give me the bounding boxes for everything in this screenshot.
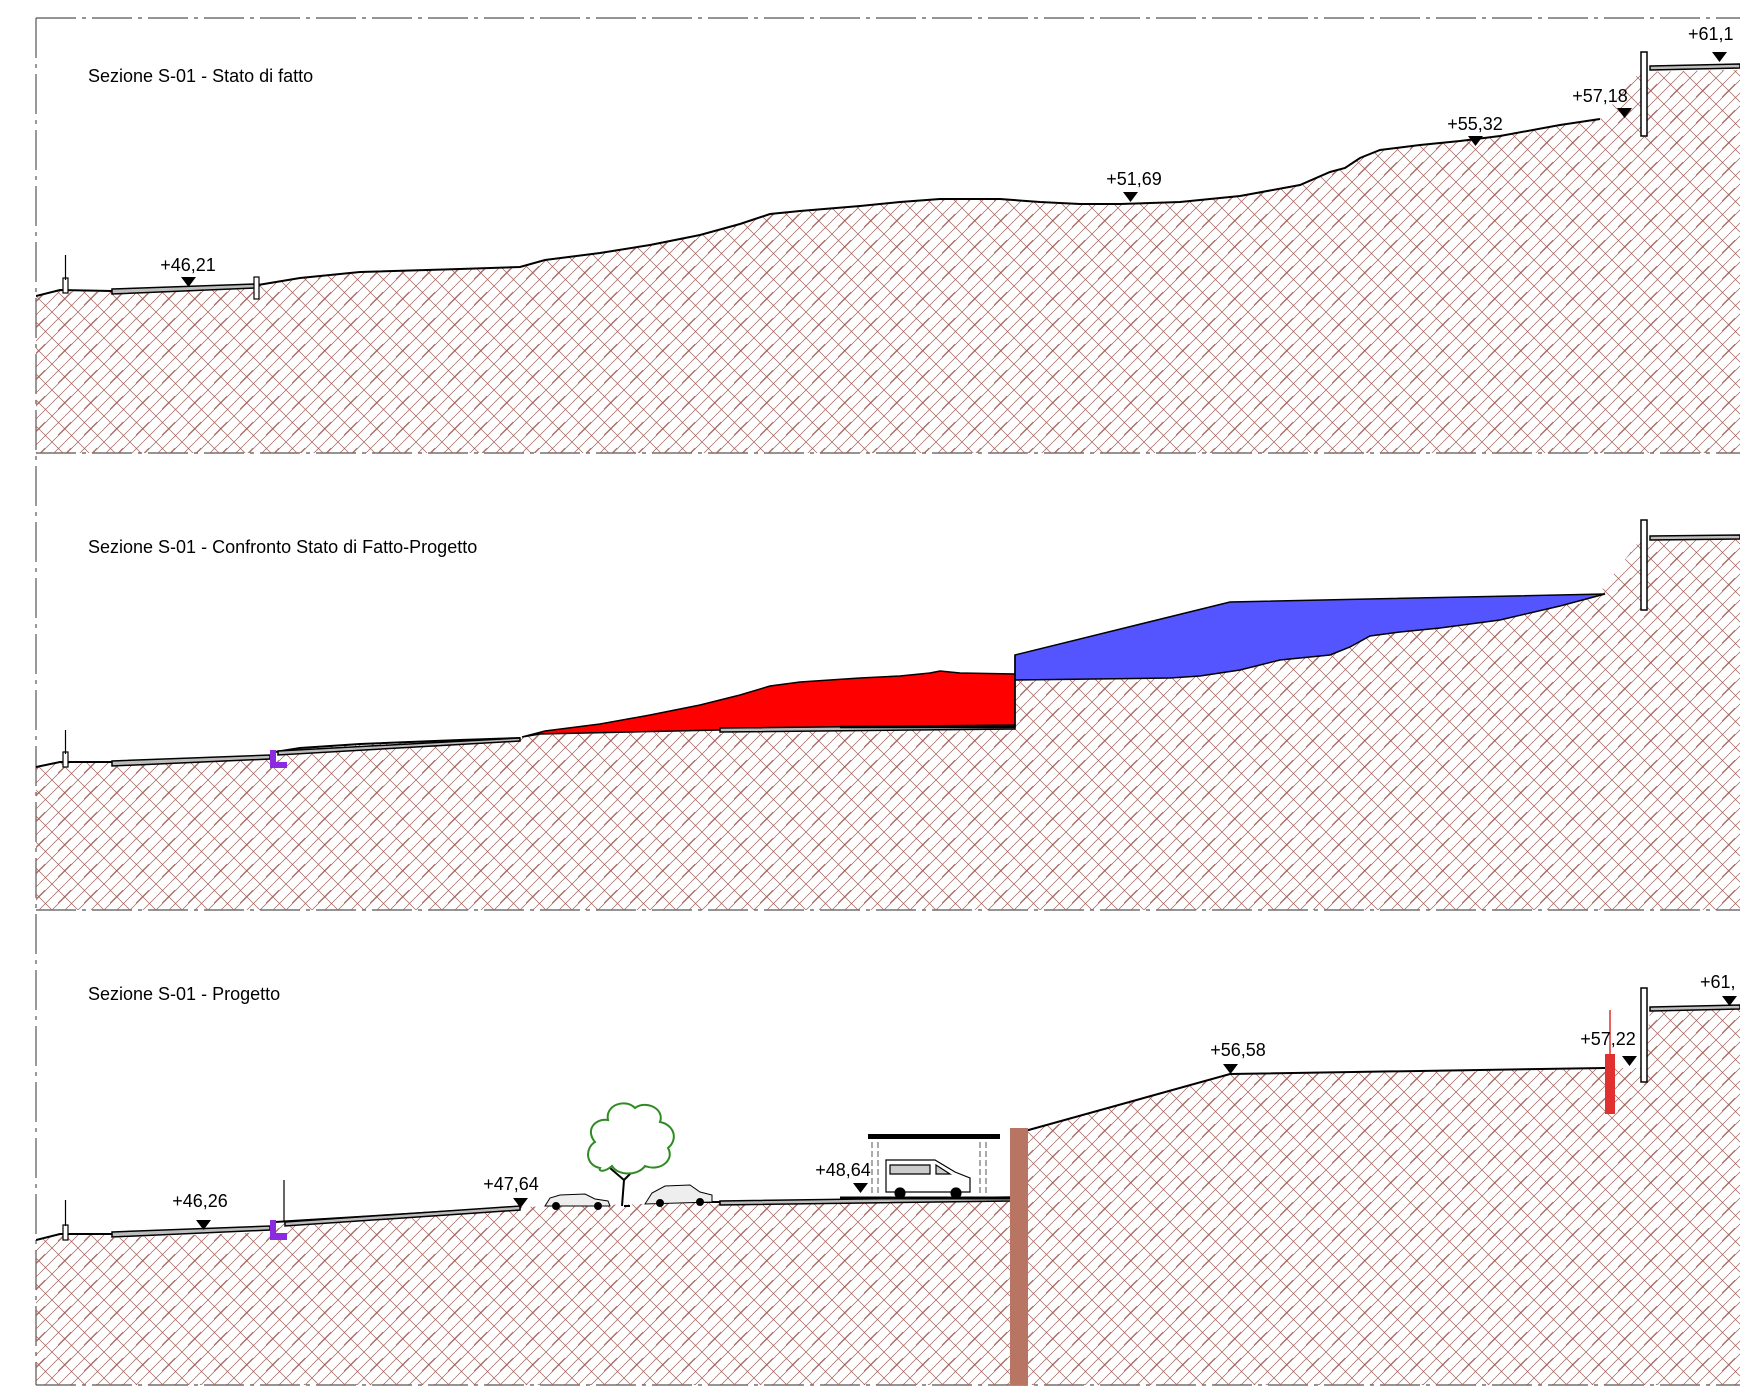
level-label: +48,64 xyxy=(815,1160,871,1180)
fence-post xyxy=(62,1224,69,1241)
level-label: +61,1 xyxy=(1688,24,1734,44)
level-marker: +47,64 xyxy=(483,1174,539,1208)
section-comparison: Sezione S-01 - Confronto Stato di Fatto-… xyxy=(36,519,1740,910)
terrain-project-upper xyxy=(1025,1008,1740,1385)
carport-canopy xyxy=(868,1134,1000,1196)
ground-profile-comparison xyxy=(36,737,521,768)
level-marker: +46,21 xyxy=(160,255,216,287)
level-label: +56,58 xyxy=(1210,1040,1266,1060)
car-icon xyxy=(644,1184,713,1207)
road-upper xyxy=(1649,534,1740,541)
ground-profile-existing xyxy=(36,118,1601,297)
light-pole-base xyxy=(1605,1054,1615,1114)
terrain-comparison xyxy=(36,538,1740,910)
boundary-wall xyxy=(1640,51,1648,137)
level-label: +57,18 xyxy=(1572,86,1628,106)
level-marker: +55,32 xyxy=(1447,114,1503,146)
van-icon xyxy=(885,1159,971,1199)
section-title: Sezione S-01 - Progetto xyxy=(88,984,280,1004)
level-marker: +61, xyxy=(1700,972,1737,1006)
level-label: +55,32 xyxy=(1447,114,1503,134)
retaining-wall xyxy=(1010,1128,1028,1385)
curb-wall xyxy=(253,276,260,300)
fence-post xyxy=(62,751,69,768)
level-marker: +57,22 xyxy=(1580,1029,1637,1066)
curb-l-purple xyxy=(270,1220,287,1240)
road-upper xyxy=(1649,1004,1740,1012)
level-marker: +51,69 xyxy=(1106,169,1162,202)
level-label: +46,26 xyxy=(172,1191,228,1211)
section-existing: +46,21 +51,69 +55,32 +57,18 +61,1 Sezion… xyxy=(36,24,1740,453)
path-project xyxy=(284,1205,521,1227)
car-icon xyxy=(544,1193,611,1210)
curb-l-purple xyxy=(270,750,287,768)
level-label: +47,64 xyxy=(483,1174,539,1194)
road-project-comparison xyxy=(277,737,521,756)
level-marker: +48,64 xyxy=(815,1160,871,1193)
level-label: +57,22 xyxy=(1580,1029,1636,1049)
fence-post xyxy=(62,277,69,294)
road-upper xyxy=(1649,63,1740,71)
level-label: +61, xyxy=(1700,972,1736,992)
section-project: +46,26 +47,64 +48,64 +56,58 +57,22 +61, … xyxy=(36,972,1740,1385)
level-marker: +61,1 xyxy=(1688,24,1734,62)
section-title: Sezione S-01 - Confronto Stato di Fatto-… xyxy=(88,537,477,557)
boundary-wall xyxy=(1640,519,1648,611)
level-marker: +56,58 xyxy=(1210,1040,1266,1074)
tree-icon xyxy=(587,1102,675,1207)
terrain-project xyxy=(36,1198,1012,1385)
level-marker: +46,26 xyxy=(172,1191,228,1230)
level-label: +46,21 xyxy=(160,255,216,275)
level-marker: +57,18 xyxy=(1572,86,1632,118)
boundary-wall xyxy=(1640,987,1648,1083)
level-label: +51,69 xyxy=(1106,169,1162,189)
terrain-existing xyxy=(36,70,1740,453)
section-title: Sezione S-01 - Stato di fatto xyxy=(88,66,313,86)
fill-area-blue xyxy=(1014,593,1606,681)
